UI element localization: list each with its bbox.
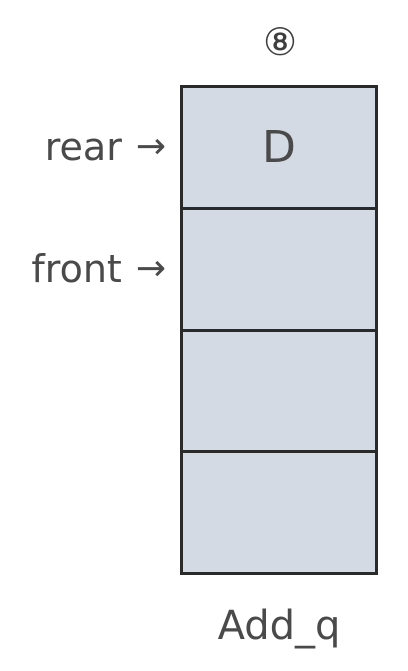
rear-label: rear [44, 125, 122, 169]
queue-array: D [180, 85, 378, 575]
queue-cell-2 [183, 332, 375, 454]
queue-cell-3 [183, 453, 375, 572]
operation-caption: Add_q [217, 603, 341, 649]
front-pointer: front → [31, 250, 166, 288]
step-number: ⑧ [262, 20, 298, 64]
front-label: front [31, 247, 122, 291]
front-arrow-icon: → [135, 248, 166, 289]
rear-arrow-icon: → [135, 126, 166, 167]
rear-pointer: rear → [45, 128, 166, 166]
queue-cell-1 [183, 210, 375, 332]
queue-cell-0: D [183, 88, 375, 210]
